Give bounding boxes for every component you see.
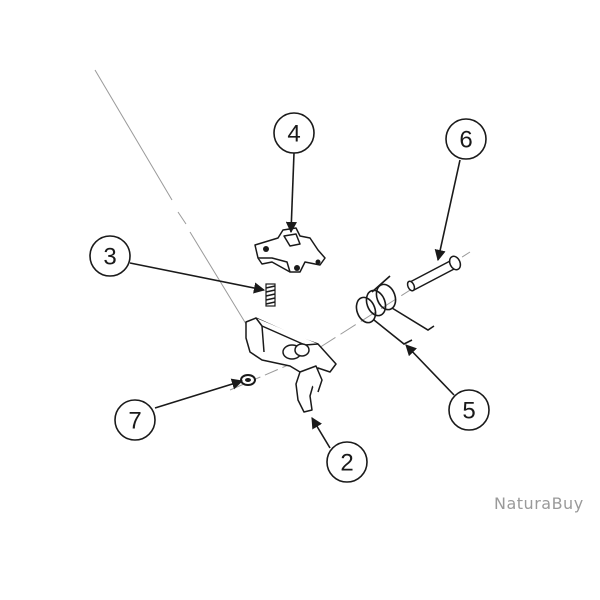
leader-lines (129, 152, 461, 449)
trigger-part (245, 317, 337, 413)
callout-6: 6 (445, 118, 487, 160)
svg-text:4: 4 (287, 121, 300, 148)
watermark-text: NaturaBuy (494, 494, 584, 513)
callout-4: 4 (273, 112, 315, 154)
svg-text:7: 7 (128, 408, 141, 435)
callout-7: 7 (114, 399, 156, 441)
callout-2: 2 (326, 441, 368, 483)
e-clip-part (240, 374, 256, 386)
sear-plate-part (254, 227, 326, 273)
svg-text:3: 3 (103, 244, 116, 271)
trigger-spring-part (265, 283, 276, 307)
pin-part (406, 255, 462, 292)
svg-text:5: 5 (462, 398, 475, 425)
torsion-spring-part (355, 275, 435, 345)
svg-text:2: 2 (340, 450, 353, 477)
svg-text:6: 6 (459, 127, 472, 154)
callout-5: 5 (448, 389, 490, 431)
callout-3: 3 (89, 235, 131, 277)
